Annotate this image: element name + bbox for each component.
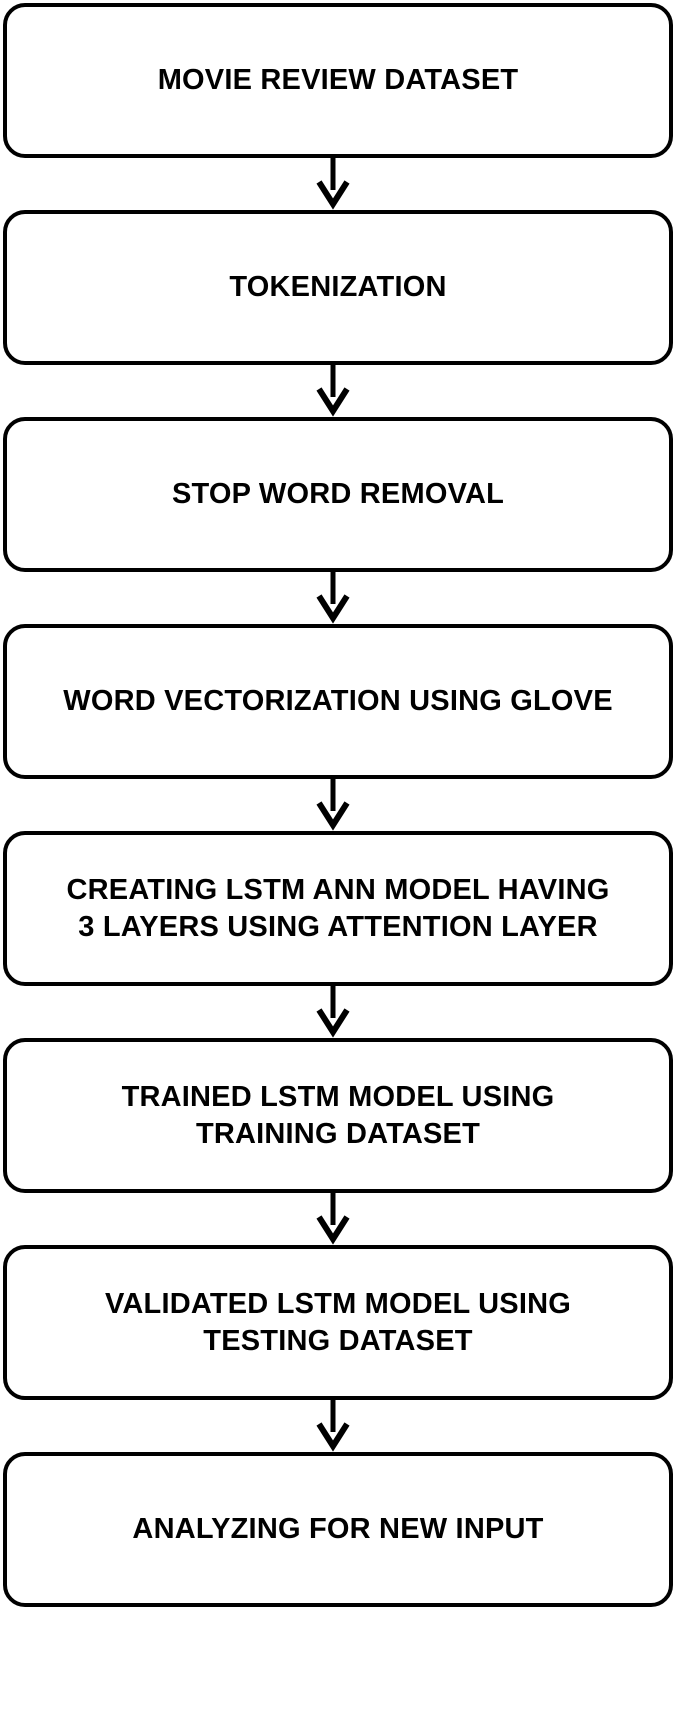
step-label: ANALYZING FOR NEW INPUT (132, 1513, 544, 1545)
step-tokenization: TOKENIZATION (3, 210, 673, 365)
step-validated-lstm-model: VALIDATED LSTM MODEL USING TESTING DATAS… (3, 1245, 673, 1400)
step-label: WORD VECTORIZATION USING GLOVE (63, 685, 613, 717)
step-movie-review-dataset: MOVIE REVIEW DATASET (3, 3, 673, 158)
step-trained-lstm-model: TRAINED LSTM MODEL USING TRAINING DATASE… (3, 1038, 673, 1193)
step-label: VALIDATED LSTM MODEL USING TESTING DATAS… (105, 1287, 571, 1357)
arrow-down-icon (316, 365, 350, 417)
step-word-vectorization: WORD VECTORIZATION USING GLOVE (3, 624, 673, 779)
step-label: STOP WORD REMOVAL (171, 478, 505, 510)
step-analyzing-new-input: ANALYZING FOR NEW INPUT (3, 1452, 673, 1607)
step-label: MOVIE REVIEW DATASET (157, 64, 519, 96)
step-label: TOKENIZATION (229, 271, 447, 303)
arrow-down-icon (316, 1400, 350, 1452)
arrow-down-icon (316, 1193, 350, 1245)
step-stop-word-removal: STOP WORD REMOVAL (3, 417, 673, 572)
step-label: TRAINED LSTM MODEL USING TRAINING DATASE… (121, 1080, 555, 1150)
step-creating-lstm-model: CREATING LSTM ANN MODEL HAVING 3 LAYERS … (3, 831, 673, 986)
step-label: CREATING LSTM ANN MODEL HAVING 3 LAYERS … (66, 873, 610, 943)
arrow-down-icon (316, 986, 350, 1038)
arrow-down-icon (316, 779, 350, 831)
arrow-down-icon (316, 572, 350, 624)
arrow-down-icon (316, 158, 350, 210)
